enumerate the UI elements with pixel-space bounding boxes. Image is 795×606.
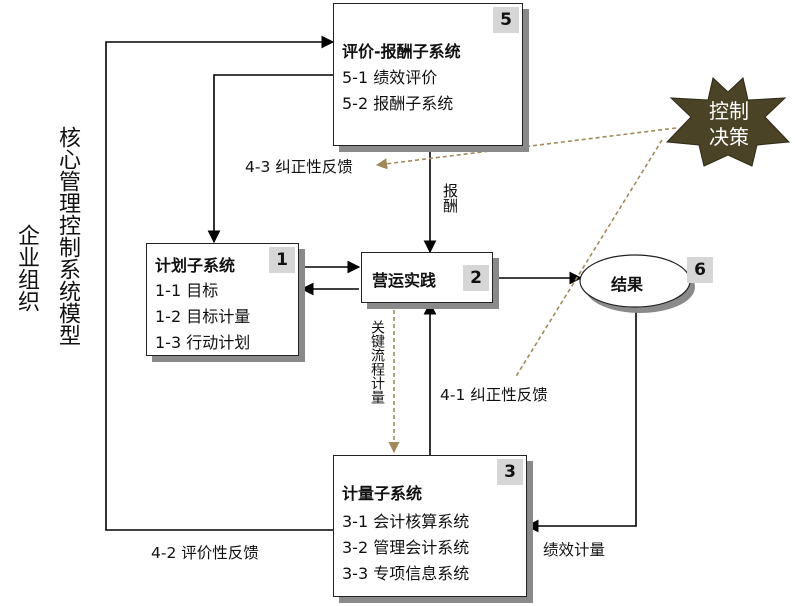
corrective-feedback-41-label: 4-1 纠正性反馈 — [440, 386, 548, 404]
planning-item-2: 1-2 目标计量 — [155, 307, 251, 326]
corrective-feedback-43-label: 4-3 纠正性反馈 — [245, 158, 353, 176]
control-to-evaluation-dashed-arrow — [375, 127, 677, 170]
reward-label: 报酬 — [441, 183, 459, 213]
control-decision-label: 控制 决策 — [698, 98, 760, 150]
evaluative-feedback-42-label: 4-2 评价性反馈 — [151, 544, 259, 562]
control-decision-line1: 控制 — [709, 99, 749, 123]
left-side-title: 企业组织 — [14, 224, 39, 312]
planning-item-3: 1-3 行动计划 — [155, 333, 251, 352]
performance-measurement-arrow — [525, 310, 637, 533]
operations-number-badge: 2 — [463, 265, 489, 291]
evaluation-item-1: 5-1 绩效评价 — [342, 68, 438, 87]
result-number-badge: 6 — [687, 257, 713, 283]
operations-title: 营运实践 — [372, 271, 437, 290]
performance-measurement-label: 绩效计量 — [543, 541, 606, 559]
right-side-title: 核心管理控制系统模型 — [55, 126, 80, 346]
measurement-item-1: 3-1 会计核算系统 — [342, 512, 470, 531]
control-decision-line2: 决策 — [709, 125, 749, 149]
measurement-title: 计量子系统 — [342, 484, 423, 503]
evaluative-feedback-arrow — [105, 35, 335, 531]
planning-item-1: 1-1 目标 — [155, 281, 219, 300]
measurement-item-3: 3-3 专项信息系统 — [342, 564, 470, 583]
planning-subsystem-box: 1 计划子系统 1-1 目标 1-2 目标计量 1-3 行动计划 — [146, 243, 299, 356]
measurement-item-2: 3-2 管理会计系统 — [342, 538, 470, 557]
planning-number-badge: 1 — [269, 247, 295, 273]
evaluation-number-badge: 5 — [493, 7, 519, 33]
key-process-metrics-label: 关键流程计量 — [369, 320, 385, 404]
control-to-measurement-dashed-line — [514, 139, 663, 379]
result-title: 结果 — [611, 275, 644, 294]
evaluation-to-planning-arrow — [207, 74, 333, 244]
measurement-number-badge: 3 — [497, 459, 523, 485]
planning-title: 计划子系统 — [155, 256, 236, 275]
evaluation-item-2: 5-2 报酬子系统 — [342, 94, 454, 113]
measurement-subsystem-box: 3 计量子系统 3-1 会计核算系统 3-2 管理会计系统 3-3 专项信息系统 — [333, 455, 527, 597]
evaluation-title: 评价-报酬子系统 — [342, 42, 461, 61]
operations-practice-box: 2 营运实践 — [361, 252, 493, 303]
control-decision-star — [665, 77, 791, 167]
evaluation-reward-subsystem-box: 5 评价-报酬子系统 5-1 绩效评价 5-2 报酬子系统 — [333, 3, 523, 146]
